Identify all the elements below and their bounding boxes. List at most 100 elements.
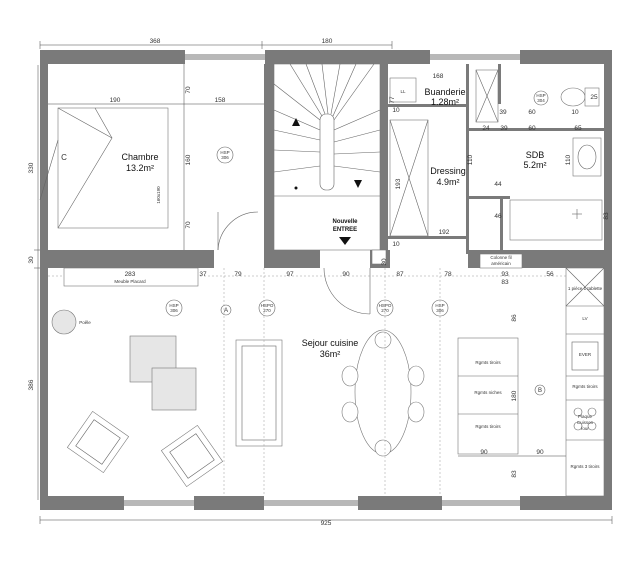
dim-10a: 10 <box>392 107 400 114</box>
meuble-placard <box>63 267 199 287</box>
dim-158: 158 <box>215 97 226 104</box>
stove <box>51 309 77 335</box>
meuble-label: Meuble Placard <box>114 279 146 284</box>
dim-44: 44 <box>494 181 502 188</box>
rgmts-1: Rgmts tiroirs <box>475 360 501 365</box>
dim-386: 386 <box>28 379 35 390</box>
dim-87: 87 <box>396 271 404 278</box>
sdb-area: 5.2m² <box>523 160 546 170</box>
dim-110a: 110 <box>467 154 474 165</box>
bed-size: 160x190 <box>156 186 161 204</box>
sdb-name: SDB <box>526 150 545 160</box>
sink <box>572 137 602 177</box>
armchair-1 <box>66 410 130 474</box>
lv-label: LV <box>582 316 587 321</box>
dim-180: 180 <box>511 390 518 401</box>
dim-39b: 39 <box>500 125 508 132</box>
room-sejour: 283 Meuble Placard Poêle HSP 306 A HSPO … <box>51 267 605 497</box>
chambre-name: Chambre <box>121 152 158 162</box>
room-chambre: C 160x190 Chambre 13.2m² HSP 306 190 158… <box>39 64 264 251</box>
corridor-dimensions: 37 79 97 90 87 78 93 56 62 83 30 10 Colo… <box>48 241 604 286</box>
colonne-label-1: Colonne fil <box>490 255 511 260</box>
dim-77: 77 <box>389 96 396 104</box>
rgmts-4: Rgmts tiroirs <box>572 384 598 389</box>
label-c: C <box>61 153 67 162</box>
dim-86: 86 <box>511 314 518 322</box>
bed <box>57 107 169 229</box>
sejour-area: 36m² <box>320 349 341 359</box>
stair-treads <box>273 63 381 173</box>
hsp-buand-value: 304 <box>537 98 545 103</box>
dim-79: 79 <box>234 271 242 278</box>
stair-down-arrow <box>354 180 362 188</box>
hsp-sejour2-value: 306 <box>436 308 444 313</box>
dim-368: 368 <box>150 38 161 45</box>
dim-83a: 83 <box>603 212 610 220</box>
dim-83c: 83 <box>511 470 518 478</box>
dim-10b: 10 <box>571 109 579 116</box>
entree-arrow <box>339 237 351 245</box>
dim-110b: 110 <box>565 154 572 165</box>
dim-10c: 10 <box>392 241 400 248</box>
dim-30: 30 <box>28 256 35 264</box>
dim-192: 192 <box>439 229 450 236</box>
room-sdb: HSP 304 SDB 5.2m² 39 60 10 25 24 39 60 6… <box>475 69 610 241</box>
dim-37: 37 <box>199 271 207 278</box>
hsp-chambre-value: 306 <box>221 155 229 160</box>
left-dimensions: 330 30 386 <box>28 65 42 500</box>
toilet <box>560 87 586 107</box>
stair-up-arrow <box>292 118 300 126</box>
dim-90b: 90 <box>480 449 488 456</box>
dim-90c: 90 <box>536 449 544 456</box>
hsp-sejour-value: 306 <box>170 308 178 313</box>
sofa <box>235 339 283 447</box>
chambre-area: 13.2m² <box>126 163 154 173</box>
dim-24: 24 <box>482 125 490 132</box>
top-dimensions: 368 180 <box>39 38 393 49</box>
rgmts-2: Rgmts niches <box>474 390 502 395</box>
dim-330: 330 <box>28 162 35 173</box>
four-label-2: Cuisson <box>577 420 594 425</box>
hsp-chambre-label: HSP <box>220 150 229 155</box>
bottom-dimension: 925 <box>39 516 613 527</box>
dim-30b: 30 <box>381 258 388 266</box>
entree-label-2: ENTREE <box>333 227 357 233</box>
dim-46: 46 <box>494 213 502 220</box>
dim-190: 190 <box>110 97 121 104</box>
interior-walls <box>48 64 604 268</box>
dim-60a: 60 <box>528 109 536 116</box>
dim-180: 180 <box>322 38 333 45</box>
marker-b: B <box>538 388 542 394</box>
armchair-2 <box>160 424 224 488</box>
rgmts-5: Rgmts 3 tiroirs <box>570 464 600 469</box>
dim-83b: 83 <box>501 279 509 286</box>
hsp-buand-label: HSP <box>536 93 545 98</box>
marker-a: A <box>224 308 228 314</box>
colonne-label-2: américain <box>491 261 511 266</box>
dining-chairs <box>341 331 425 457</box>
dim-283: 283 <box>125 271 136 278</box>
dim-93: 93 <box>501 271 509 278</box>
shower <box>509 199 603 241</box>
dim-65: 65 <box>574 125 582 132</box>
dressing-name: Dressing <box>430 166 466 176</box>
sinks-label: 1 pièce 1 tablette <box>568 286 603 291</box>
dim-168: 168 <box>433 73 444 80</box>
staircase: Nouvelle ENTREE <box>273 63 387 315</box>
dim-25: 25 <box>590 94 598 101</box>
rug-2 <box>151 367 197 411</box>
dim-39a: 39 <box>499 109 507 116</box>
hspo1-value: 270 <box>263 308 271 313</box>
room-buanderie: LL Buanderie 1.28m² 168 77 10 62 <box>389 73 466 142</box>
dim-78: 78 <box>444 271 452 278</box>
dim-56: 56 <box>546 271 554 278</box>
dim-60b: 60 <box>528 125 536 132</box>
dim-70b: 70 <box>185 221 192 229</box>
four-label-3: four <box>581 426 589 431</box>
dim-97: 97 <box>286 271 294 278</box>
dim-193: 193 <box>395 178 402 189</box>
kitchen-island <box>457 337 519 455</box>
ever-label: EVER <box>579 352 592 357</box>
room-dressing: Dressing 4.9m² 193 192 110 <box>389 119 474 237</box>
